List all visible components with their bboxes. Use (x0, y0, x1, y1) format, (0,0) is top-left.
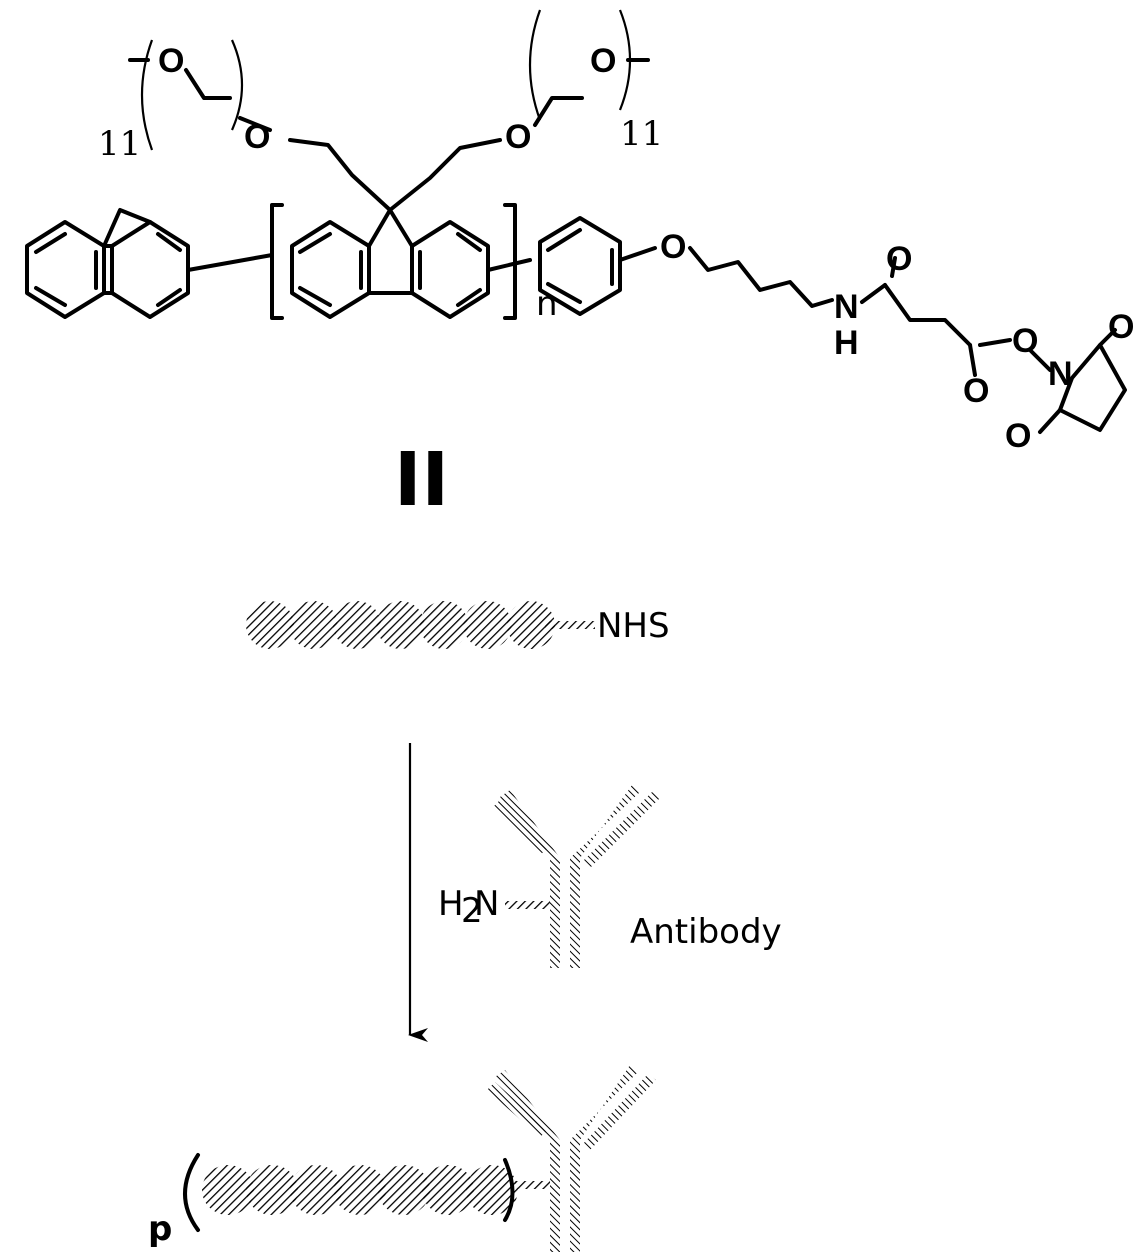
antibody-icon (487, 1065, 656, 1252)
open-paren (185, 1155, 198, 1230)
polymer-bead (464, 601, 512, 649)
polymer-bead (377, 601, 425, 649)
ester-carbonyl-oxygen-atom: O (963, 372, 989, 410)
polymer-nhs-cartoon (246, 601, 595, 649)
phenyl-linker (540, 218, 1050, 375)
imide-oxygen-atom: O (1108, 308, 1134, 346)
nhs-label: NHS (597, 606, 670, 646)
oxygen-atom: O (505, 118, 531, 156)
amine-h: H (438, 884, 464, 924)
amide-hydrogen-atom: H (834, 324, 859, 362)
polymer-bead (246, 601, 294, 649)
carbonyl-oxygen-atom: O (886, 240, 912, 278)
polymer-repeat-n: n (536, 284, 558, 324)
repeat-fluorene (272, 140, 530, 318)
compound-label: II (394, 437, 449, 523)
oxygen-atom: O (158, 42, 184, 80)
oxygen-atom: O (590, 42, 616, 80)
peg-repeat-right: 11 (620, 114, 663, 154)
polymer-bead (333, 601, 381, 649)
endcap-fluorene (27, 210, 272, 317)
ester-oxygen-atom: O (1012, 322, 1038, 360)
polymer-bead (290, 601, 338, 649)
antibody-label: Antibody (630, 912, 782, 952)
ether-oxygen-atom: O (660, 228, 686, 266)
polymer-bead (420, 601, 468, 649)
conjugate-prefix-p: p (148, 1209, 172, 1249)
polyfluorene-structure (27, 10, 1125, 432)
oxygen-atom: O (244, 118, 270, 156)
imide-oxygen-atom: O (1005, 417, 1031, 455)
amine-n: N (474, 884, 499, 924)
peg-chain-right (530, 10, 648, 125)
conjugate-product: p (148, 1065, 656, 1252)
amide-nitrogen-atom: N (834, 288, 859, 326)
peg-repeat-left: 11 (98, 124, 141, 164)
imide-nitrogen-atom: N (1048, 355, 1073, 393)
